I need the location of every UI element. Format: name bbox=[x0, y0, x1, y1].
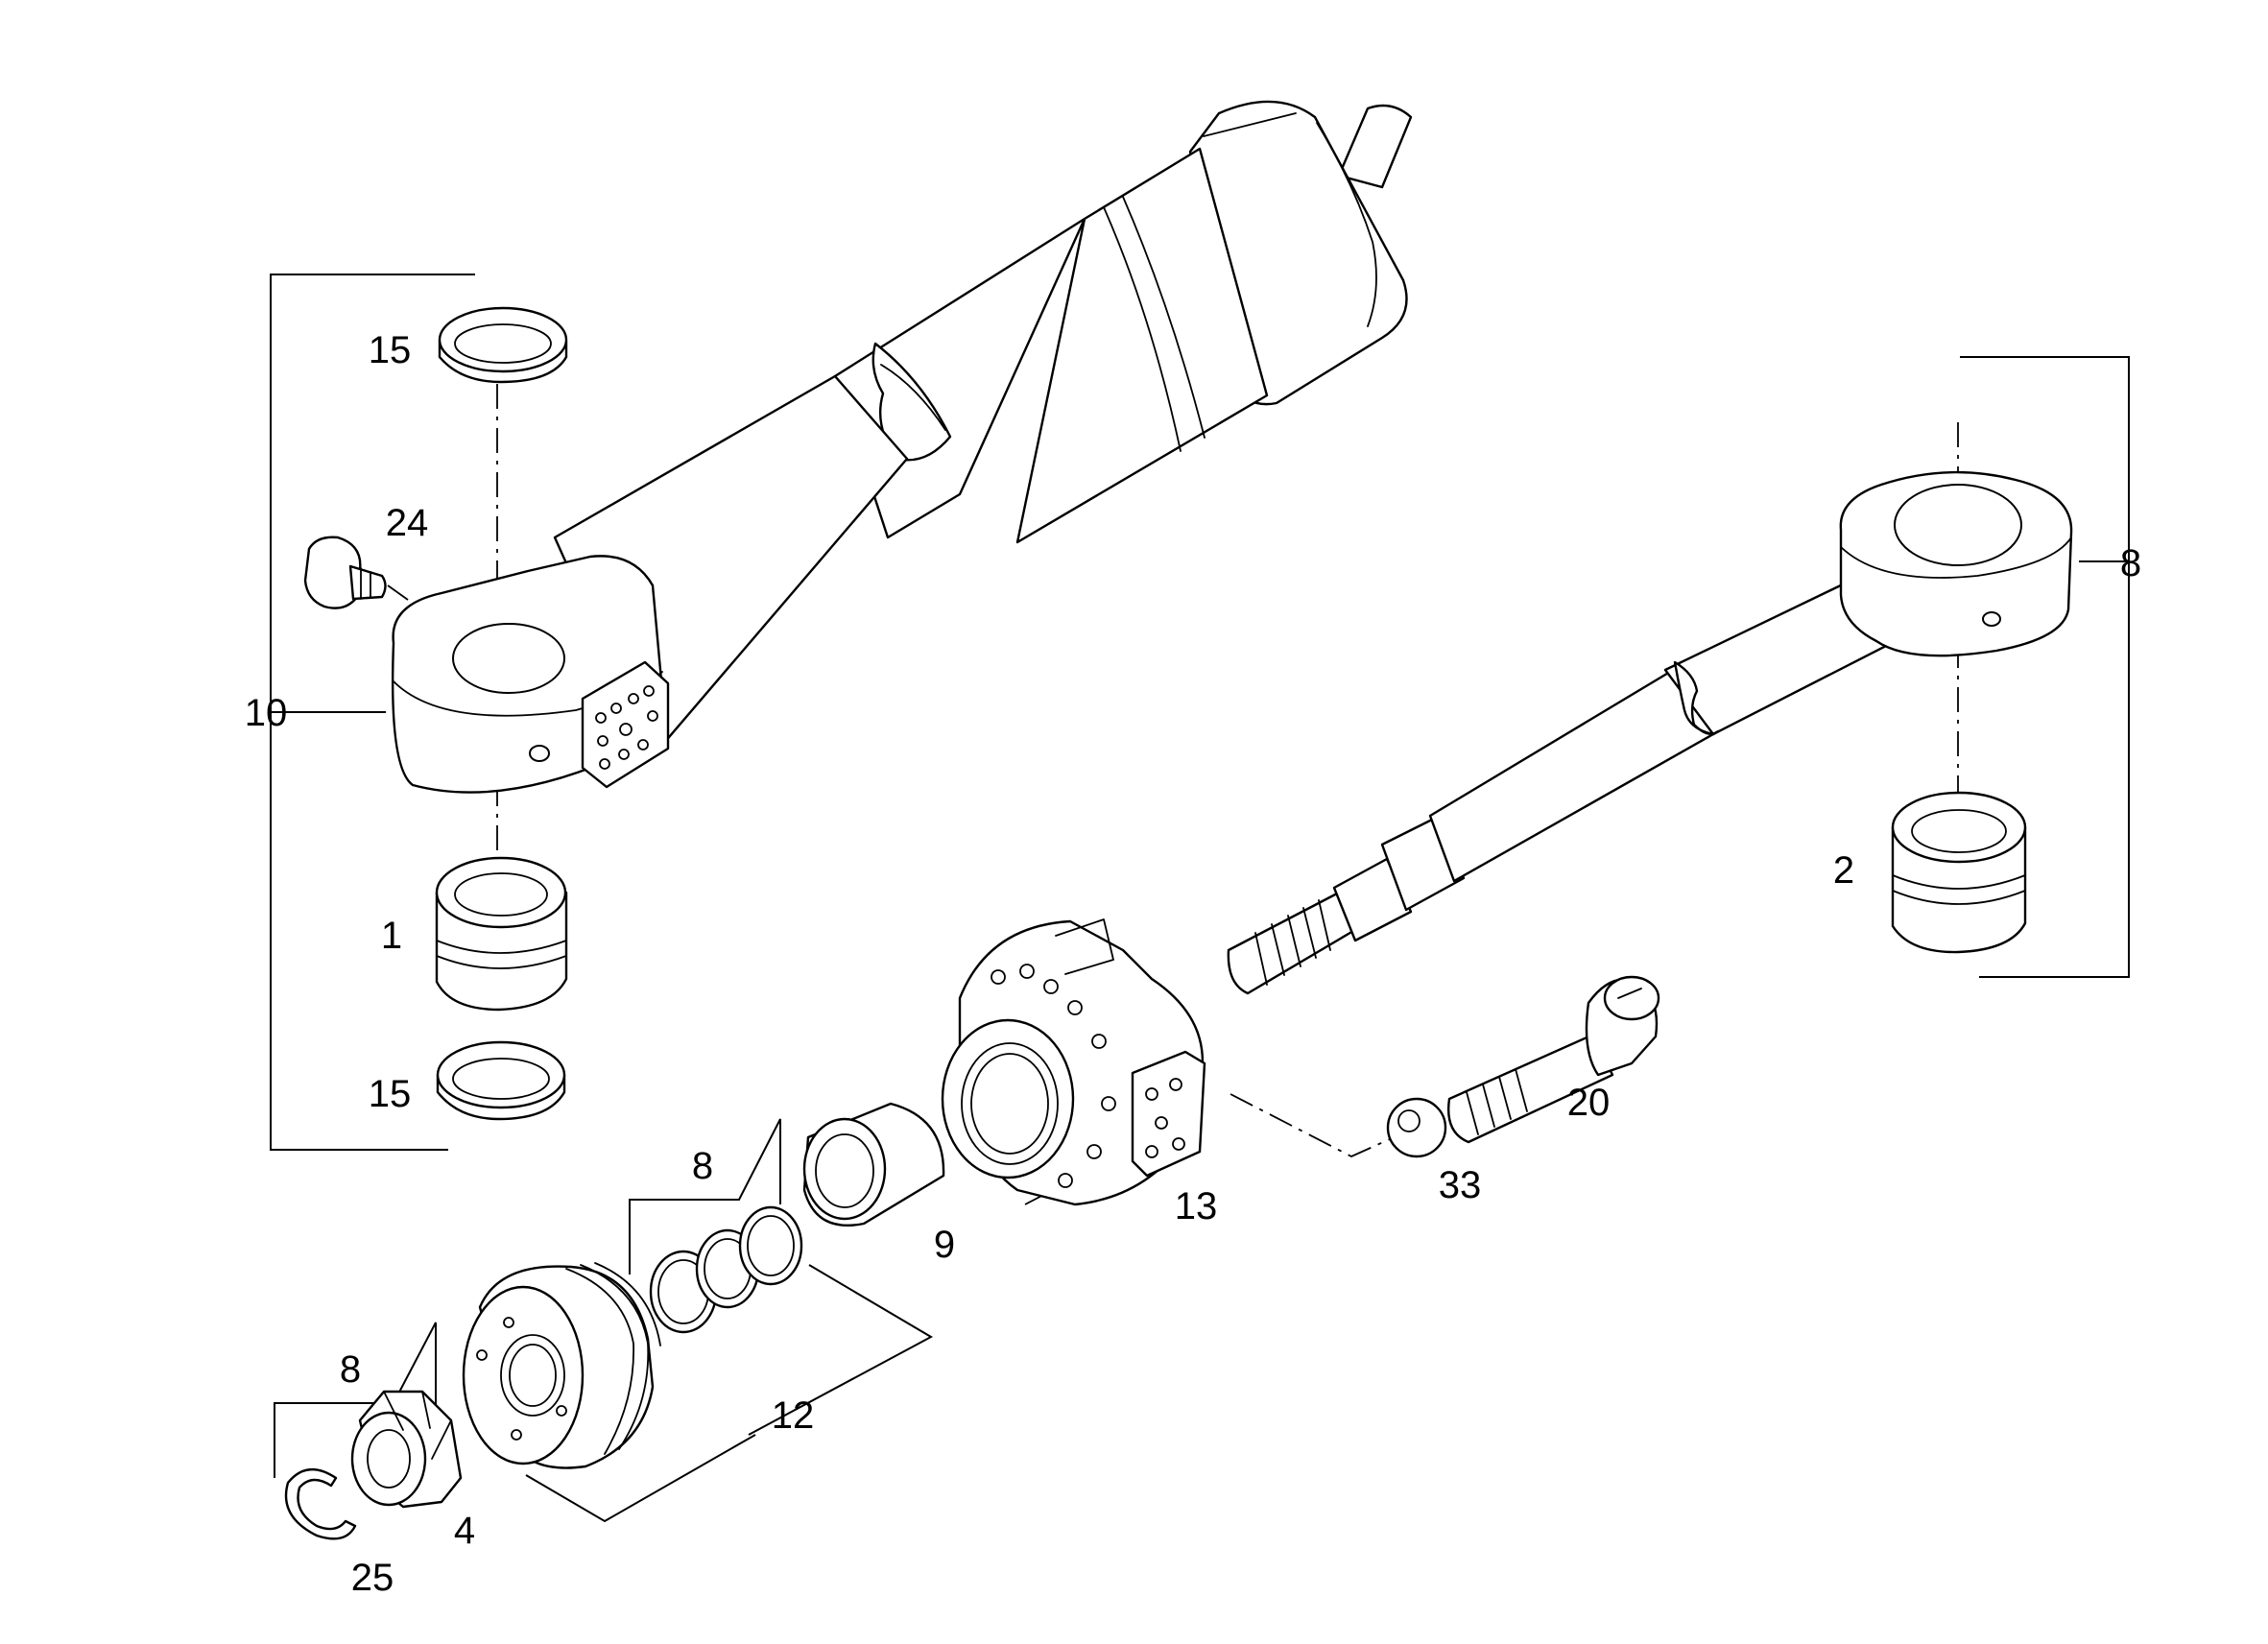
retaining-ring-25 bbox=[284, 1468, 357, 1540]
label-12: 12 bbox=[772, 1394, 815, 1437]
rod-thread-lines bbox=[1254, 899, 1331, 986]
label-15-top: 15 bbox=[369, 329, 412, 371]
rod-eye-bore bbox=[1894, 484, 2022, 566]
bracket-group-8-rod bbox=[1960, 356, 2130, 978]
seal-ring-15-bottom bbox=[436, 1040, 566, 1121]
label-13: 13 bbox=[1175, 1185, 1218, 1227]
barrel-clevis-eye bbox=[391, 555, 670, 794]
bushing-1 bbox=[435, 856, 568, 1012]
label-10: 10 bbox=[245, 692, 288, 734]
label-8-nut: 8 bbox=[340, 1348, 361, 1391]
label-2: 2 bbox=[1833, 849, 1854, 892]
lock-nut-4 bbox=[350, 1390, 463, 1509]
label-24: 24 bbox=[386, 502, 429, 544]
barrel-grease-hole bbox=[529, 745, 550, 762]
label-9: 9 bbox=[934, 1224, 955, 1266]
cylinder-head-13 bbox=[941, 918, 1206, 1206]
bracket-group-8-rings bbox=[629, 1118, 781, 1275]
head-bolt-holes bbox=[991, 964, 1116, 1188]
bracket-group-10 bbox=[270, 274, 475, 1151]
piston-rod bbox=[1227, 470, 2073, 995]
label-25: 25 bbox=[351, 1557, 394, 1599]
barrel-eye-bore bbox=[452, 623, 565, 694]
piston-rings bbox=[649, 1205, 803, 1334]
barrel-bolt-holes bbox=[595, 685, 658, 770]
bushing-2 bbox=[1891, 791, 2027, 954]
guide-bushing-9 bbox=[802, 1102, 945, 1227]
callout-labels: 15 24 10 1 15 8 2 20 33 13 9 8 12 8 4 25 bbox=[245, 329, 2141, 1599]
piston-12 bbox=[462, 1262, 661, 1469]
label-8-rod: 8 bbox=[2120, 542, 2141, 584]
washer-33 bbox=[1386, 1097, 1447, 1158]
label-8-rings: 8 bbox=[692, 1145, 713, 1187]
rod-grease-hole bbox=[1982, 611, 2001, 627]
seal-ring-15-top bbox=[438, 306, 568, 384]
cap-screw-20 bbox=[1447, 975, 1660, 1144]
label-4: 4 bbox=[454, 1510, 475, 1552]
label-20: 20 bbox=[1567, 1082, 1611, 1124]
label-15-bottom: 15 bbox=[369, 1073, 412, 1115]
label-33: 33 bbox=[1439, 1164, 1482, 1206]
grease-nipple bbox=[303, 536, 387, 609]
screw-thread-lines bbox=[1466, 1068, 1528, 1135]
bracket-group-12 bbox=[525, 1264, 934, 1523]
cylinder-barrel bbox=[553, 100, 1413, 758]
label-1: 1 bbox=[381, 915, 402, 957]
